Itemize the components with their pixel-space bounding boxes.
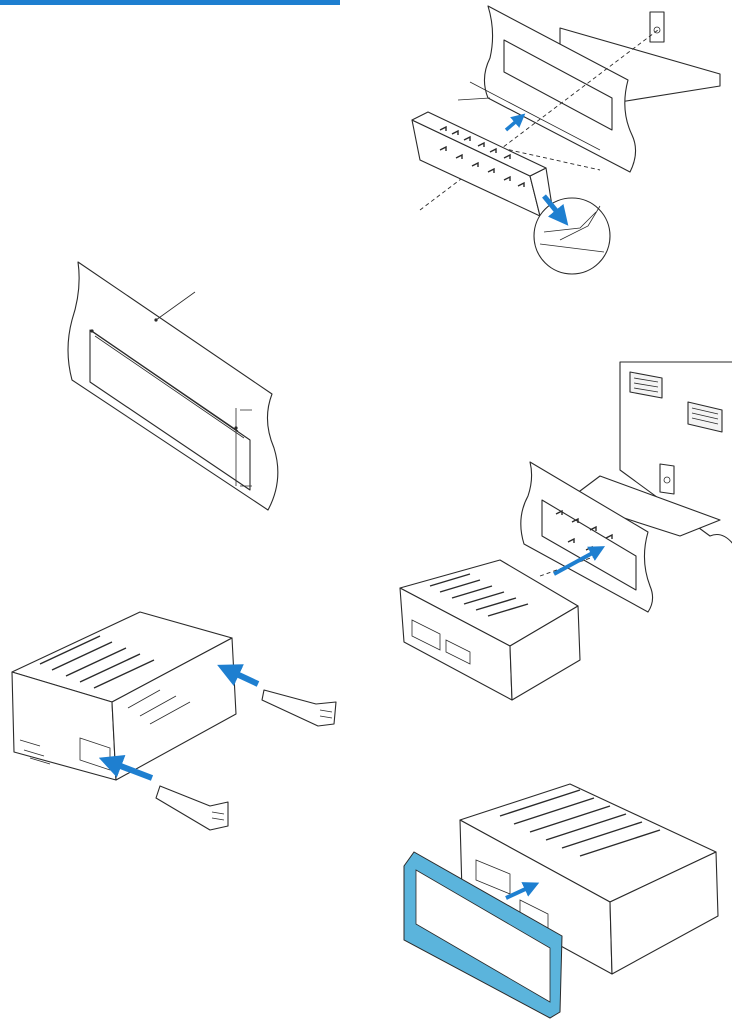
unit-insertion-figure xyxy=(400,362,732,700)
blue-arrow-icon xyxy=(506,118,520,130)
trim-plate-figure xyxy=(404,784,718,1018)
dashboard-opening-figure xyxy=(68,262,278,510)
sleeve-removal-figure xyxy=(12,612,336,830)
sleeve-insertion-figure xyxy=(412,6,720,274)
